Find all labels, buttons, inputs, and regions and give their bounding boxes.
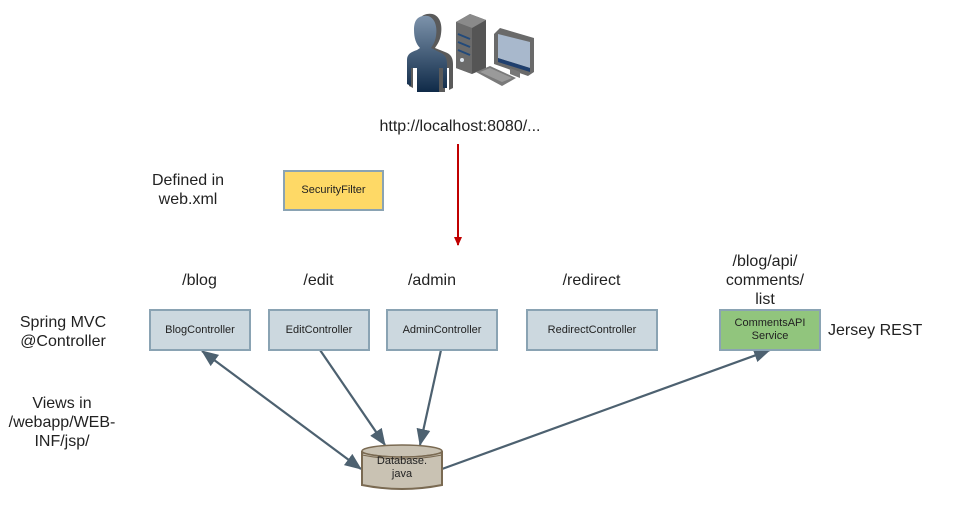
route-label-blog: /blog [182, 272, 217, 289]
security-filter-node[interactable]: SecurityFilter [283, 170, 384, 211]
admin-db-arrow [416, 349, 443, 446]
redirect-controller-node[interactable]: RedirectController [526, 309, 658, 351]
edit-controller-node[interactable]: EditController [268, 309, 370, 351]
desktop-computer-icon [454, 12, 536, 90]
database-node[interactable]: Database. java [360, 443, 444, 493]
blog-db-arrow [201, 350, 362, 470]
comments-api-service-node[interactable]: CommentsAPI Service [719, 309, 821, 351]
route-label-redirect: /redirect [562, 272, 621, 289]
database-label: Database. java [376, 455, 428, 480]
jersey-rest-annotation: Jersey REST [828, 322, 923, 339]
user-icon [405, 12, 457, 92]
route-label-admin: /admin [407, 272, 457, 289]
spring-mvc-annotation: Spring MVC @Controller [19, 314, 107, 350]
views-in-annotation: Views in /webapp/WEB- INF/jsp/ [8, 395, 116, 450]
route-label-edit: /edit [303, 272, 334, 289]
blog-controller-node[interactable]: BlogController [149, 309, 251, 351]
route-label-comments: /blog/api/ comments/ list [725, 253, 805, 308]
db-comments-arrow [441, 348, 771, 471]
edit-db-arrow [319, 349, 386, 446]
defined-in-annotation: Defined in web.xml [151, 172, 225, 208]
database-cylinder-icon [361, 444, 443, 490]
admin-controller-node[interactable]: AdminController [386, 309, 498, 351]
url-label: http://localhost:8080/... [379, 118, 541, 135]
